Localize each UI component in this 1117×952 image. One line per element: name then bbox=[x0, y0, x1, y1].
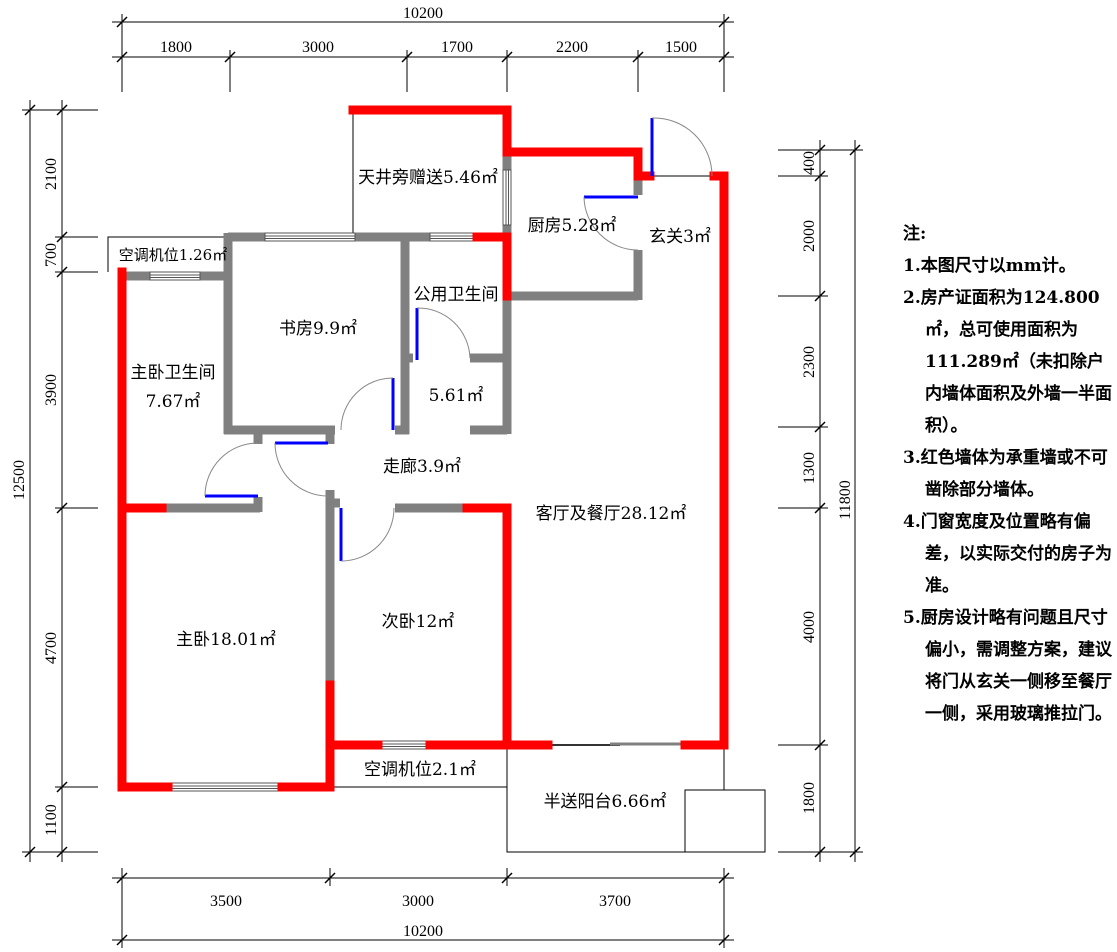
thin-outlines bbox=[107, 110, 766, 853]
note-item: 1.本图尺寸以mm计。 bbox=[903, 256, 1076, 276]
room-ac-large-label: 空调机位2.1㎡ bbox=[364, 760, 476, 780]
dim-right-2: 2000 bbox=[801, 220, 818, 252]
dim-top-2: 3000 bbox=[302, 39, 334, 56]
room-kitchen-label: 厨房5.28㎡ bbox=[528, 216, 617, 236]
dim-bottom-3: 3700 bbox=[599, 893, 631, 910]
dim-bottom-total: 10200 bbox=[403, 923, 443, 940]
dim-right-3: 2300 bbox=[801, 346, 818, 378]
room-ac-small-label: 空调机位1.26㎡ bbox=[119, 246, 227, 264]
dim-right-5: 4000 bbox=[801, 611, 818, 643]
note-item: 2.房产证面积为124.800㎡，总可使用面积为111.289㎡（未扣除户内墙体… bbox=[903, 288, 1112, 436]
room-master-bath-name: 主卧卫生间 bbox=[131, 363, 216, 383]
doors bbox=[204, 117, 713, 562]
room-master-bed-label: 主卧18.01㎡ bbox=[176, 630, 276, 650]
door-second-bedroom bbox=[339, 507, 395, 562]
dimension-tick-marks bbox=[24, 16, 861, 946]
door-kitchen bbox=[583, 195, 639, 251]
note-item: 4.门窗宽度及位置略有偏差，以实际交付的房子为准。 bbox=[903, 512, 1112, 596]
dim-left-3: 3900 bbox=[43, 374, 60, 406]
dim-left-2: 700 bbox=[43, 243, 60, 267]
notes-panel: 注: 1.本图尺寸以mm计。 2.房产证面积为124.800㎡，总可使用面积为1… bbox=[903, 218, 1113, 730]
room-foyer-label: 玄关3㎡ bbox=[649, 227, 711, 247]
note-item: 3.红色墙体为承重墙或不可凿除部分墙体。 bbox=[903, 448, 1108, 500]
room-corridor-label: 走廊3.9㎡ bbox=[383, 457, 461, 477]
door-public-bath bbox=[415, 307, 471, 360]
room-master-bath-area: 7.67㎡ bbox=[146, 392, 201, 412]
room-living-label: 客厅及餐厅28.12㎡ bbox=[536, 504, 687, 524]
room-balcony-label: 半送阳台6.66㎡ bbox=[544, 792, 667, 812]
windows bbox=[149, 169, 685, 792]
dim-right-total: 11800 bbox=[837, 480, 854, 519]
room-skywell-label: 天井旁赠送5.46㎡ bbox=[358, 168, 498, 188]
door-master-bath bbox=[204, 442, 259, 498]
door-study bbox=[340, 377, 395, 431]
dim-left-4: 4700 bbox=[43, 632, 60, 664]
dim-left-1: 2100 bbox=[43, 158, 60, 190]
notes-title: 注: bbox=[903, 224, 927, 244]
note-item: 5.厨房设计略有问题且尺寸偏小，需调整方案，建议将门从玄关一侧移至餐厅一侧，采用… bbox=[903, 608, 1112, 724]
dim-top-total: 10200 bbox=[403, 5, 443, 22]
dimension-lines bbox=[22, 14, 863, 948]
room-second-bed-label: 次卧12㎡ bbox=[382, 612, 455, 632]
dim-bottom-1: 3500 bbox=[210, 893, 242, 910]
dim-top-1: 1800 bbox=[160, 39, 192, 56]
dim-left-5: 1100 bbox=[43, 804, 60, 835]
door-entrance bbox=[650, 117, 713, 177]
dim-right-1: 400 bbox=[801, 151, 818, 175]
window bbox=[149, 169, 512, 792]
dim-top-3: 1700 bbox=[441, 39, 473, 56]
dim-top-5: 1500 bbox=[665, 39, 697, 56]
load-bearing-walls bbox=[117, 105, 729, 792]
dim-right-6: 1800 bbox=[801, 782, 818, 814]
dim-top-4: 2200 bbox=[556, 39, 588, 56]
room-study-label: 书房9.9㎡ bbox=[279, 319, 357, 339]
dim-right-4: 1300 bbox=[801, 452, 818, 484]
room-public-bath-label: 公用卫生间 bbox=[414, 285, 499, 305]
room-bath-area-label: 5.61㎡ bbox=[429, 386, 484, 406]
door-master-bedroom bbox=[274, 441, 329, 497]
dim-bottom-2: 3000 bbox=[402, 893, 434, 910]
dim-left-total: 12500 bbox=[11, 460, 28, 500]
sliding-glass-door bbox=[548, 742, 685, 746]
